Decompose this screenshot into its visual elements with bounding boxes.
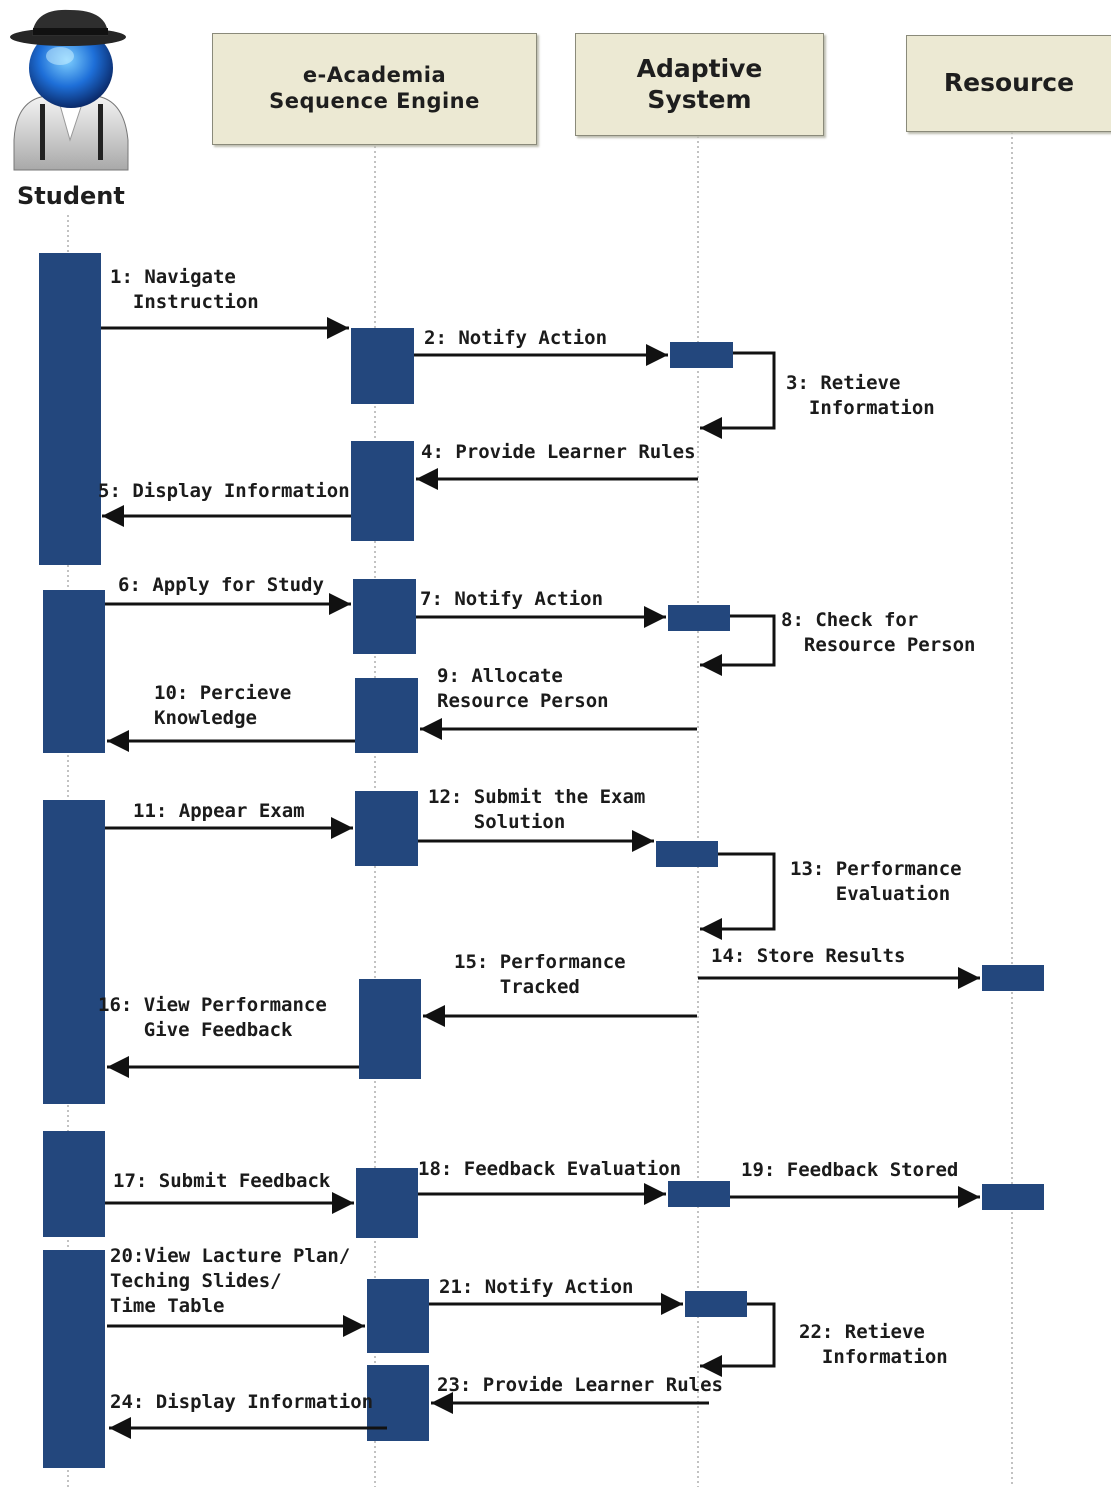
- message-label-m5: 5: Display Information: [98, 480, 350, 502]
- message-label-m18: 18: Feedback Evaluation: [418, 1158, 682, 1180]
- activation-bar: [355, 678, 418, 753]
- lifeline-header-resource: Resource: [906, 35, 1111, 132]
- message-label-m1: 1: Navigate Instruction: [110, 266, 259, 313]
- message-label-m13: 13: Performance Evaluation: [790, 858, 962, 905]
- student-label: Student: [17, 182, 125, 210]
- message-label-m4: 4: Provide Learner Rules: [421, 441, 696, 463]
- activation-bar: [982, 1184, 1044, 1210]
- message-label-m11: 11: Appear Exam: [133, 800, 305, 822]
- activation-bar: [351, 328, 414, 404]
- message-label-m21: 21: Notify Action: [439, 1276, 634, 1298]
- activation-bar: [685, 1291, 747, 1317]
- message-label-m15: 15: Performance Tracked: [454, 951, 626, 998]
- activation-bar: [355, 791, 418, 866]
- activation-bar: [367, 1365, 429, 1441]
- activation-bar: [356, 1168, 418, 1238]
- lifeline-header-adaptive: Adaptive System: [575, 33, 824, 136]
- message-label-m6: 6: Apply for Study: [118, 574, 324, 596]
- message-label-m22: 22: Retieve Information: [799, 1321, 948, 1368]
- message-label-m20: 20:View Lacture Plan/ Teching Slides/ Ti…: [110, 1245, 351, 1317]
- message-label-m8: 8: Check for Resource Person: [781, 609, 976, 656]
- activation-bar: [656, 841, 718, 867]
- message-label-m7: 7: Notify Action: [420, 588, 604, 610]
- arrow-m13: [700, 852, 776, 940]
- arrow-m22: [700, 1302, 776, 1377]
- message-label-m16: 16: View Performance Give Feedback: [98, 994, 327, 1041]
- message-label-m17: 17: Submit Feedback: [113, 1170, 331, 1192]
- message-label-m24: 24: Display Information: [110, 1391, 374, 1413]
- message-label-m12: 12: Submit the Exam Solution: [428, 786, 646, 833]
- activation-bar: [982, 965, 1044, 991]
- activation-bar: [359, 979, 421, 1079]
- message-label-m9: 9: Allocate Resource Person: [437, 665, 609, 712]
- arrow-m8: [700, 614, 776, 676]
- activation-bar: [43, 1250, 105, 1468]
- activation-bars: [39, 253, 1044, 1468]
- activation-bar: [670, 342, 733, 368]
- activation-bar: [668, 605, 730, 631]
- activation-bar: [668, 1181, 730, 1207]
- adaptive-title: Adaptive System: [636, 54, 763, 114]
- message-label-m19: 19: Feedback Stored: [741, 1159, 959, 1181]
- resource-title: Resource: [943, 68, 1075, 98]
- message-label-m14: 14: Store Results: [711, 945, 906, 967]
- message-label-m10: 10: Percieve Knowledge: [154, 682, 292, 729]
- arrow-m3: [700, 351, 776, 439]
- student-avatar-icon: [10, 9, 129, 171]
- message-arrows: [101, 317, 980, 1439]
- activation-bar: [351, 441, 414, 541]
- activation-bar: [39, 253, 101, 565]
- activation-bar: [367, 1279, 429, 1353]
- message-label-m2: 2: Notify Action: [424, 327, 608, 349]
- activation-bar: [43, 1131, 105, 1237]
- activation-bar: [353, 579, 416, 654]
- message-label-m23: 23: Provide Learner Rules: [437, 1374, 723, 1396]
- activation-bar: [43, 590, 105, 753]
- activation-bar: [43, 800, 105, 1104]
- message-label-m3: 3: Retieve Information: [786, 372, 935, 419]
- engine-title: e-Academia Sequence Engine: [269, 63, 480, 113]
- lifeline-header-engine: e-Academia Sequence Engine: [212, 33, 537, 145]
